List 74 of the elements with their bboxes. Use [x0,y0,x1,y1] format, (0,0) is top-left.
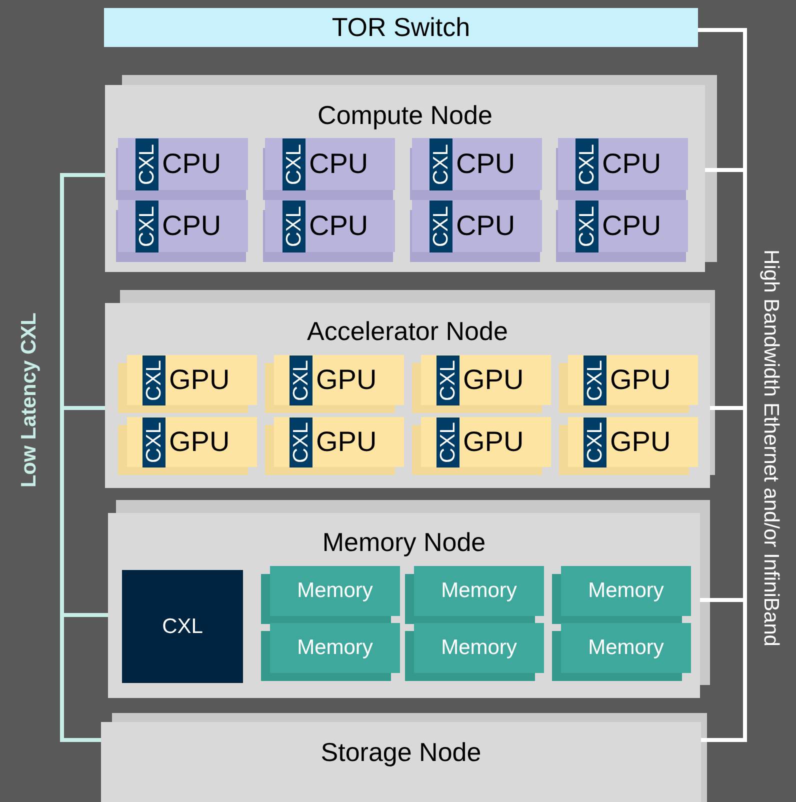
node-heading: Memory Node [321,526,487,558]
node-heading: Storage Node [320,736,482,768]
node-panel [105,303,710,488]
cxl-tag: CXL [575,200,598,252]
chip-label: CPU [162,210,222,242]
cpu-card [265,138,395,190]
bus-label: Low Latency CXL [18,312,42,488]
chip-label: CPU [309,210,368,242]
cxl-tag: CXL [135,200,158,252]
cxl-tag: CXL [142,355,165,405]
gpu-card [568,417,698,467]
gpu-card [274,355,404,405]
cxl-tag: CXL [575,138,598,190]
memory-label: Memory [587,578,665,604]
cxl-tag: CXL [142,417,165,467]
cxl-tag: CXL [289,417,312,467]
cxl-tag: CXL [429,200,452,252]
chip-label: GPU [463,364,524,396]
chip-label: CPU [602,210,662,242]
memory-module [270,566,400,616]
chip-label: CPU [602,148,662,180]
gpu-card [127,355,257,405]
memory-label: Memory [587,635,665,661]
cpu-card [558,138,688,190]
chip-label: GPU [463,426,524,458]
controller-label: CXL [161,614,204,640]
memory-module [561,623,691,673]
cxl-tag: CXL [436,355,459,405]
chip-label: GPU [316,426,377,458]
gpu-card [421,355,551,405]
cpu-card [118,138,248,190]
chip-label: GPU [610,426,671,458]
memory-module [414,566,544,616]
chip-label: CPU [456,148,516,180]
cxl-tag: CXL [583,355,606,405]
gpu-card [127,417,257,467]
gpu-card [274,417,404,467]
memory-label: Memory [440,578,518,604]
cpu-card [558,200,688,252]
cpu-card [412,200,542,252]
chip-label: CPU [456,210,516,242]
gpu-card [421,417,551,467]
cxl-tag: CXL [282,200,305,252]
cpu-card [412,138,542,190]
chip-label: GPU [169,364,230,396]
switch-box [104,8,698,47]
switch-label: TOR Switch [330,11,472,43]
chip-label: GPU [316,364,377,396]
cxl-tag: CXL [583,417,606,467]
node-panel [101,722,701,802]
cxl-tag: CXL [436,417,459,467]
memory-label: Memory [296,578,374,604]
node-heading: Accelerator Node [306,315,509,347]
chip-label: GPU [169,426,230,458]
node-heading: Compute Node [316,99,494,131]
cxl-tag: CXL [135,138,158,190]
memory-module [561,566,691,616]
cpu-card [265,200,395,252]
memory-module [414,623,544,673]
node-panel [105,85,705,272]
memory-label: Memory [440,635,518,661]
cpu-card [118,200,248,252]
chip-label: GPU [610,364,671,396]
gpu-card [568,355,698,405]
node-panel [108,513,700,698]
cxl-tag: CXL [429,138,452,190]
cxl-controller-box [122,570,243,683]
memory-label: Memory [296,635,374,661]
bus-label: High Bandwidth Ethernet and/or InfiniBand [758,250,782,646]
cxl-tag: CXL [282,138,305,190]
memory-module [270,623,400,673]
chip-label: CPU [162,148,222,180]
cxl-tag: CXL [289,355,312,405]
chip-label: CPU [309,148,368,180]
